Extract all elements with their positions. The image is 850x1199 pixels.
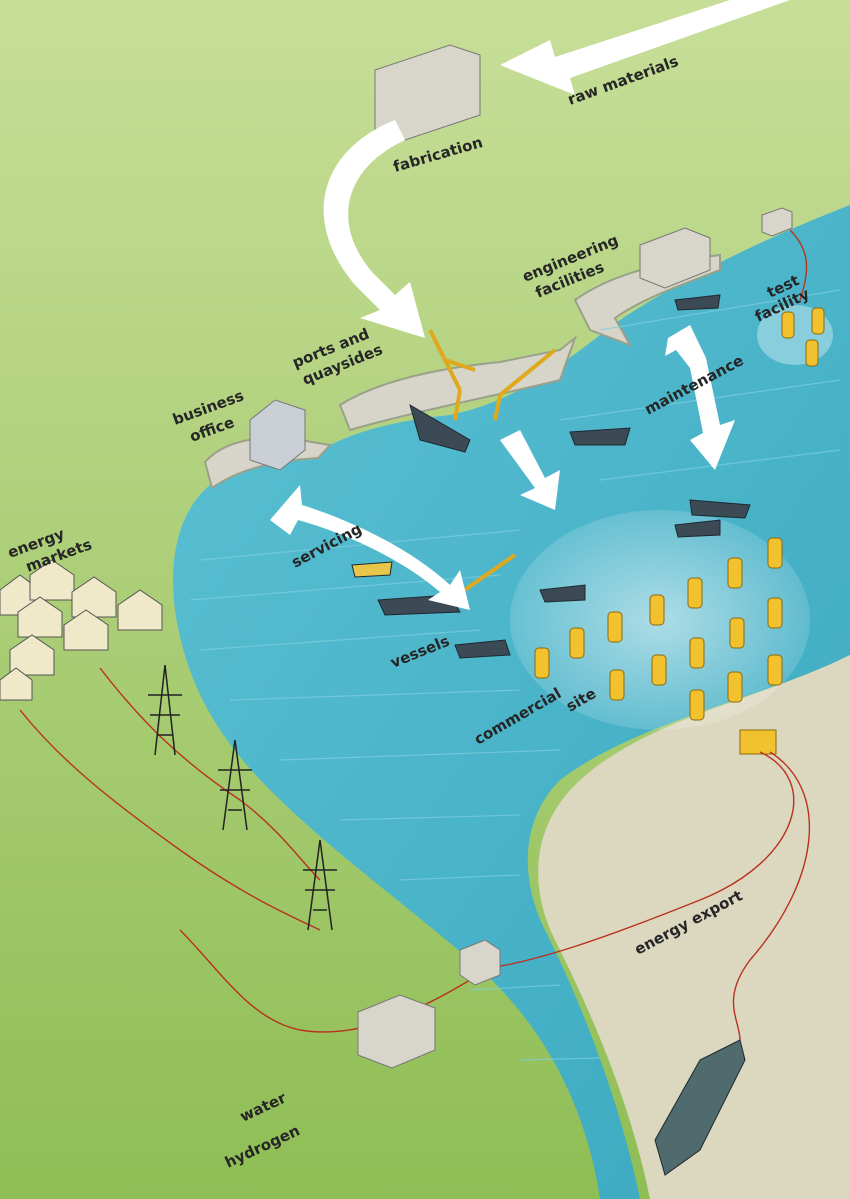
energy-market-houses: [0, 559, 163, 701]
sea: [173, 205, 850, 1199]
maintenance-arrow: [665, 325, 735, 470]
flow-arrows: [270, 0, 790, 610]
fabrication-arrow: [323, 120, 425, 338]
tidal-devices: [534, 307, 825, 721]
vessels-fleet: [351, 294, 751, 1176]
subsea-hub: [739, 729, 777, 755]
raw-materials-arrow: [500, 0, 790, 95]
wave-lines: [189, 289, 841, 1061]
ports-to-site-arrow: [500, 430, 560, 510]
buildings: [249, 44, 793, 1069]
servicing-arrow: [270, 485, 470, 610]
electricity-pylons: [148, 664, 337, 931]
sand-bank: [538, 655, 850, 1199]
